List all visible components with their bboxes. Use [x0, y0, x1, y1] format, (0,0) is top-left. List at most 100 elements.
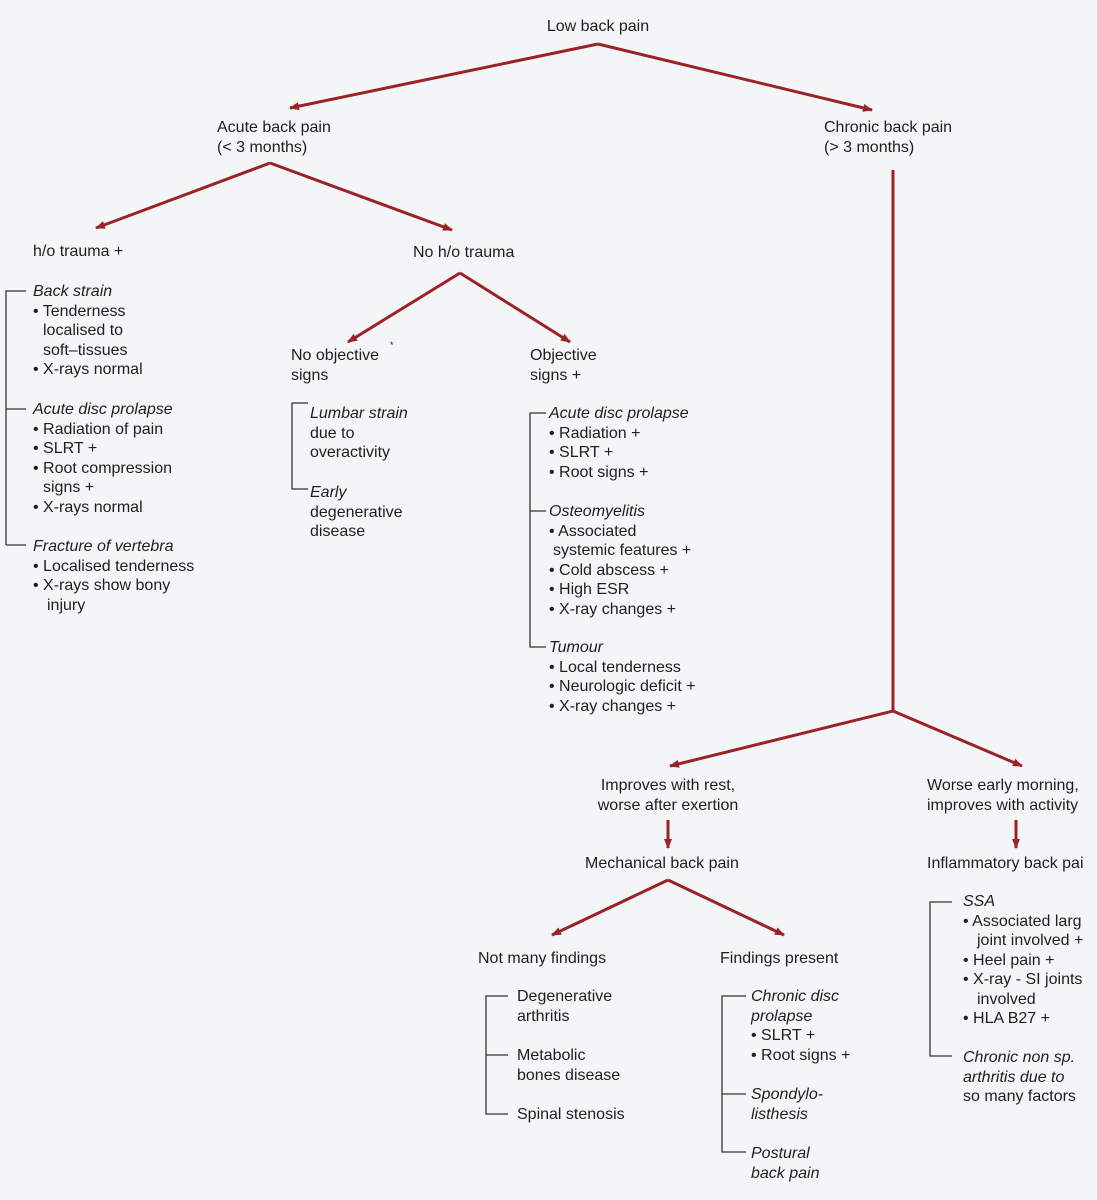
node-label: No objective [291, 347, 380, 364]
node-low-back-pain: Low back pain [480, 17, 716, 37]
arrow-chronic-to-mechanical-condition [669, 709, 894, 768]
node-label: Findings present [720, 950, 839, 967]
group-name: arthritis due to [963, 1068, 1065, 1086]
node-no-objective-signs: No objective signs [291, 346, 379, 385]
group-name: Spondylo- [751, 1086, 824, 1103]
group-name: listhesis [751, 1105, 808, 1123]
node-label: Inflammatory back pai [927, 855, 1084, 872]
group-item: • Local tenderness [549, 658, 681, 676]
arrow-mechanical-to-findings [667, 878, 785, 937]
group-item: injury [47, 596, 86, 614]
node-label: Chronic back pain [824, 119, 953, 136]
arrow-no-trauma-to-objective [459, 271, 571, 344]
group-item: systemic features + [553, 542, 692, 559]
node-not-many-findings: Not many findings [478, 949, 606, 969]
group-item: • High ESR [549, 581, 630, 598]
group-item: signs + [43, 479, 95, 496]
group-item: • X-rays normal [33, 498, 143, 516]
group-item: • Tenderness [33, 302, 126, 320]
node-findings-present: Findings present [720, 949, 838, 969]
bracket-inflammatory [929, 901, 952, 1057]
group-name: Acute disc prolapse [549, 405, 689, 422]
arrow-mechanical-to-not-many [551, 878, 669, 937]
arrow-root-to-acute [289, 42, 599, 111]
node-inflammatory-back-pain: Inflammatory back pai [927, 854, 1084, 874]
list-item: bones disease [517, 1066, 621, 1084]
group-item: • X-ray - SI joints [963, 971, 1083, 988]
node-label: h/o trauma + [33, 243, 124, 260]
node-label: Low back pain [546, 18, 650, 35]
group-name: Chronic non sp. [963, 1049, 1076, 1066]
group-name: SSA [963, 893, 996, 910]
arrow-acute-to-no-trauma [269, 161, 453, 232]
group-item: • X-ray changes + [549, 600, 676, 618]
not-many-spinal-stenosis: Spinal stenosis [517, 1105, 625, 1125]
group-item: • SLRT + [751, 1027, 816, 1044]
findings-postural-back-pain: Postural back pain [751, 1144, 820, 1183]
node-objective-signs: Objective signs + [530, 346, 597, 385]
node-inflammatory-condition: Worse early morning, improves with activ… [927, 776, 1079, 815]
bracket-lines [5, 290, 952, 1153]
group-name: Tumour [549, 639, 603, 656]
list-item: Degenerative [517, 988, 613, 1005]
node-label: signs + [530, 366, 582, 384]
bracket-trauma [5, 290, 26, 546]
objective-tumour: Tumour • Local tenderness • Neurologic d… [549, 638, 696, 716]
group-item: • Root signs + [751, 1046, 851, 1064]
objective-acute-disc-prolapse: Acute disc prolapse • Radiation + • SLRT… [549, 404, 689, 482]
node-label: Not many findings [478, 950, 607, 967]
group-item: degenerative [310, 503, 403, 521]
group-item: • Radiation of pain [33, 420, 164, 438]
node-label: Objective [530, 347, 597, 364]
node-label: Improves with rest, [600, 777, 736, 794]
group-item: due to [310, 424, 355, 442]
group-name: Chronic disc [751, 988, 840, 1005]
trauma-acute-disc-prolapse: Acute disc prolapse • Radiation of pain … [33, 400, 173, 517]
group-item: • Heel pain + [963, 951, 1055, 969]
inflammatory-ssa: SSA • Associated larg joint involved + •… [963, 892, 1083, 1029]
inflammatory-chronic-non-specific-arthritis: Chronic non sp. arthritis due to so many… [963, 1048, 1076, 1107]
node-label: Acute back pain [217, 119, 331, 136]
group-item: • Localised tenderness [33, 557, 195, 575]
node-label: No h/o trauma [413, 244, 515, 261]
group-item: • Neurologic deficit + [549, 678, 696, 695]
group-item: • Root signs + [549, 463, 649, 481]
group-item: localised to [43, 322, 124, 339]
node-label: (> 3 months) [824, 138, 915, 156]
group-item: • Root compression [33, 459, 172, 477]
group-name: Fracture of vertebra [33, 538, 174, 555]
group-item: overactivity [310, 444, 391, 461]
group-item: • HLA B27 + [963, 1010, 1050, 1027]
group-item: • SLRT + [33, 440, 98, 457]
list-item: Spinal stenosis [517, 1106, 625, 1123]
group-item: • Associated [549, 522, 637, 540]
node-label: worse after exertion [597, 796, 739, 814]
group-item: • SLRT + [549, 444, 614, 461]
group-name: prolapse [751, 1007, 813, 1025]
no-objective-early-degenerative: Early degenerative disease [310, 483, 403, 542]
bracket-findings [721, 995, 746, 1153]
trauma-fracture-of-vertebra: Fracture of vertebra • Localised tendern… [33, 537, 194, 615]
group-name: Acute disc prolapse [33, 401, 173, 418]
arrow-acute-to-trauma [95, 161, 271, 230]
group-name: Back strain [33, 283, 113, 300]
group-item: • Cold abscess + [549, 561, 669, 579]
red-arrows [95, 42, 1023, 937]
node-trauma: h/o trauma + [33, 242, 123, 262]
bracket-not-many [485, 995, 508, 1115]
node-label: Mechanical back pain [585, 855, 739, 872]
group-item: involved [977, 990, 1036, 1008]
group-item: • Associated larg [963, 912, 1082, 930]
group-item: soft–tissues [43, 341, 128, 359]
group-item: joint involved + [977, 932, 1084, 949]
node-chronic-back-pain: Chronic back pain (> 3 months) [824, 118, 952, 157]
group-name: Postural [751, 1145, 810, 1162]
arrow-no-trauma-to-no-objective [347, 271, 461, 344]
list-item: arthritis [517, 1007, 570, 1025]
list-item: Metabolic [517, 1047, 586, 1064]
group-item: • X-rays normal [33, 361, 143, 378]
group-item: • Radiation + [549, 424, 641, 442]
not-many-metabolic-bones-disease: Metabolic bones disease [517, 1046, 620, 1085]
node-label: (< 3 months) [217, 138, 308, 156]
group-item: • X-rays show bony [33, 577, 171, 594]
